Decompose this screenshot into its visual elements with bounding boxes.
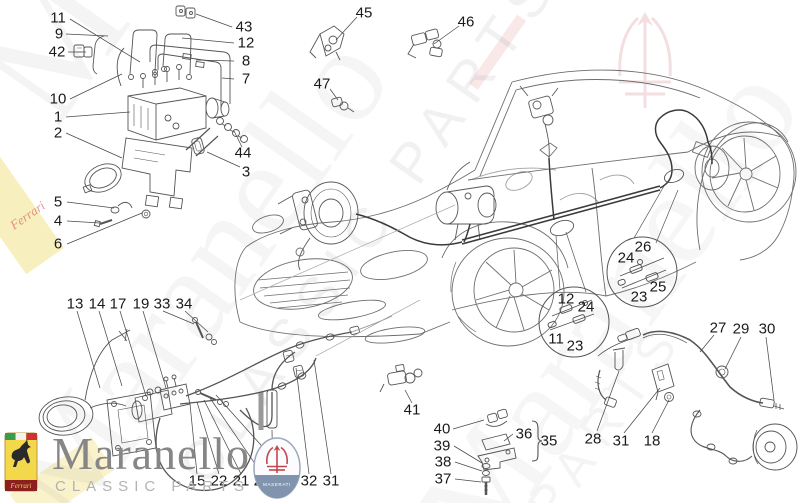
callout-35[interactable]: 35 xyxy=(540,432,558,450)
bracket-45 xyxy=(309,25,345,61)
callout-39[interactable]: 39 xyxy=(433,437,451,455)
leader-lines xyxy=(65,13,775,483)
callout-34[interactable]: 34 xyxy=(175,295,193,313)
brake-pipes xyxy=(355,109,713,246)
callout-45[interactable]: 45 xyxy=(355,4,373,22)
front-lines-assembly xyxy=(38,204,456,491)
front-wheel xyxy=(450,237,565,347)
shield-stripe-white xyxy=(15,433,27,440)
callout-10[interactable]: 10 xyxy=(49,90,67,108)
callout-47[interactable]: 47 xyxy=(313,75,331,93)
callout-31[interactable]: 31 xyxy=(612,432,630,450)
shield-wordmark: Ferrari xyxy=(10,482,32,490)
callout-23[interactable]: 23 xyxy=(566,337,584,355)
callout-38[interactable]: 38 xyxy=(434,453,452,471)
callout-17[interactable]: 17 xyxy=(109,295,127,313)
callout-46[interactable]: 46 xyxy=(457,13,475,31)
ferrari-shield-logo: Ferrari xyxy=(4,432,38,492)
callout-42[interactable]: 42 xyxy=(48,43,66,61)
callout-28[interactable]: 28 xyxy=(584,430,602,448)
callout-43[interactable]: 43 xyxy=(235,18,253,36)
shield-stripe-red xyxy=(26,433,37,440)
callout-21[interactable]: 21 xyxy=(232,472,250,490)
callout-9[interactable]: 9 xyxy=(54,25,64,43)
callout-11[interactable]: 11 xyxy=(548,330,564,348)
small-parts-group xyxy=(379,364,543,495)
callout-11[interactable]: 11 xyxy=(50,9,66,27)
shield-stripe-green xyxy=(5,433,16,440)
rear-brake-caliper xyxy=(519,85,559,159)
callout-26[interactable]: 26 xyxy=(634,238,652,256)
callout-12[interactable]: 12 xyxy=(557,290,575,308)
callout-36[interactable]: 36 xyxy=(515,425,533,443)
callout-22[interactable]: 22 xyxy=(210,472,228,490)
callout-7[interactable]: 7 xyxy=(241,70,251,88)
callout-25[interactable]: 25 xyxy=(649,278,667,296)
watermark-red-fragment xyxy=(468,14,527,90)
brand-logo[interactable]: Ferrari Maranello CLASSIC PARTS xyxy=(4,428,251,495)
callout-32[interactable]: 32 xyxy=(300,472,318,490)
callout-15[interactable]: 15 xyxy=(188,472,206,490)
parking-brake-assembly xyxy=(594,327,798,471)
callout-24[interactable]: 24 xyxy=(617,249,635,267)
callout-24[interactable]: 24 xyxy=(577,298,595,316)
callout-18[interactable]: 18 xyxy=(643,432,661,450)
rear-wheel xyxy=(691,121,797,223)
callout-31[interactable]: 31 xyxy=(322,472,340,490)
callout-1[interactable]: 1 xyxy=(53,108,63,126)
callout-41[interactable]: 41 xyxy=(403,401,421,419)
callout-6[interactable]: 6 xyxy=(53,235,63,253)
callout-14[interactable]: 14 xyxy=(88,295,106,313)
hydraulic-unit xyxy=(435,161,497,241)
callout-33[interactable]: 33 xyxy=(153,295,171,313)
watermark-shield-strip xyxy=(0,116,64,275)
watermark-shield-strip-2 xyxy=(9,436,115,503)
callout-30[interactable]: 30 xyxy=(758,320,776,338)
callout-13[interactable]: 13 xyxy=(66,295,84,313)
callout-44[interactable]: 44 xyxy=(234,144,252,162)
shield-band xyxy=(5,480,37,491)
callout-12[interactable]: 12 xyxy=(237,34,255,52)
callout-8[interactable]: 8 xyxy=(241,52,251,70)
pipe-junctions xyxy=(549,168,685,237)
callout-2[interactable]: 2 xyxy=(53,124,63,142)
brand-tagline: CLASSIC PARTS xyxy=(55,478,250,495)
prancing-horse-icon xyxy=(11,439,31,467)
trident-icon xyxy=(266,445,288,473)
callout-27[interactable]: 27 xyxy=(709,319,727,337)
callout-40[interactable]: 40 xyxy=(433,420,451,438)
callout-4[interactable]: 4 xyxy=(53,212,63,230)
sensor-47 xyxy=(331,96,355,113)
maserati-blue-band xyxy=(254,475,300,498)
abs-unit-assembly xyxy=(73,5,248,228)
bracket-46 xyxy=(407,28,443,59)
detail-circle-front xyxy=(538,231,610,358)
callout-29[interactable]: 29 xyxy=(732,320,750,338)
callout-19[interactable]: 19 xyxy=(132,295,150,313)
front-brake-disc xyxy=(277,181,359,271)
watermark-trident xyxy=(618,12,672,108)
callout-37[interactable]: 37 xyxy=(434,470,452,488)
car-outline xyxy=(234,69,795,344)
maserati-logo: MASERATI xyxy=(253,437,301,499)
callout-23[interactable]: 23 xyxy=(630,288,648,306)
brand-wordmark: Maranello xyxy=(52,428,251,479)
maserati-wordmark: MASERATI xyxy=(263,482,291,487)
detail-circle-rear xyxy=(606,185,679,308)
callout-3[interactable]: 3 xyxy=(241,163,251,181)
callout-5[interactable]: 5 xyxy=(53,193,63,211)
